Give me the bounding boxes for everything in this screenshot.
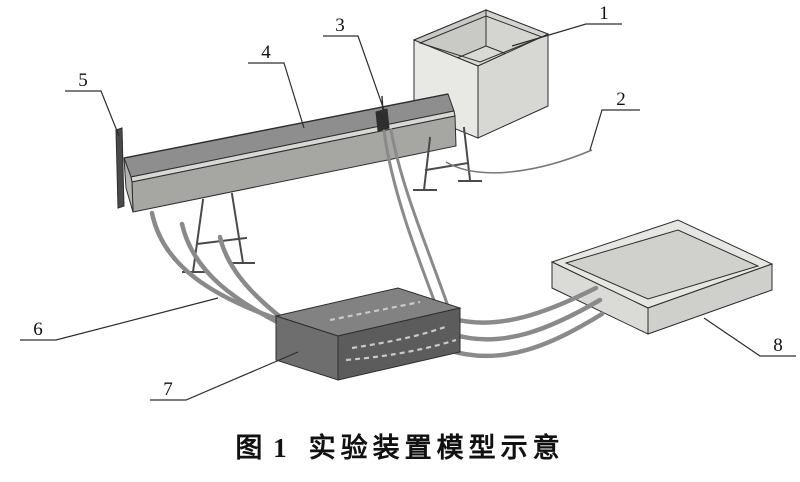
hidden-tube-line	[351, 324, 449, 350]
end-plate	[115, 127, 125, 209]
leader-line-4	[248, 62, 305, 129]
support-leg	[230, 192, 245, 265]
drain-tube	[149, 210, 308, 331]
part-label-6: 6	[33, 319, 43, 340]
sensor-wire	[389, 128, 452, 314]
hidden-tube-line	[329, 300, 421, 322]
tank-right-face	[477, 33, 549, 139]
support-stand-left	[182, 192, 255, 274]
control-box-left	[275, 315, 339, 381]
channel-end-cap	[123, 157, 134, 213]
support-stand-right	[413, 126, 482, 192]
sensor-wire	[382, 129, 439, 310]
support-leg	[462, 126, 472, 182]
support-leg	[191, 198, 205, 274]
gate-sensor	[375, 95, 390, 132]
caption-title: 实验装置模型示意	[308, 433, 565, 463]
part-label-3: 3	[335, 15, 345, 36]
leader-line-8	[703, 317, 796, 357]
part-label-5: 5	[78, 70, 88, 91]
tray-right-face	[647, 263, 773, 335]
caption-number: 图 1	[235, 433, 289, 463]
sensor-body	[375, 108, 390, 132]
support-crossbar	[424, 161, 470, 172]
outlet-tube	[445, 311, 605, 359]
feed-tank	[412, 9, 550, 139]
part-label-8: 8	[773, 335, 783, 356]
collection-tray	[550, 219, 774, 335]
control-box	[274, 287, 462, 381]
leader-line-3	[323, 35, 385, 111]
part-label-2: 2	[616, 89, 626, 110]
part-label-1: 1	[599, 3, 609, 24]
channel-far-edge	[123, 93, 449, 159]
supply-tube	[445, 149, 593, 174]
leader-line-5	[65, 90, 120, 137]
leader-line-6	[20, 297, 219, 341]
tray-floor	[564, 229, 760, 300]
hidden-tube-line	[345, 338, 457, 362]
outlet-tube	[447, 285, 599, 325]
part-label-4: 4	[261, 42, 271, 63]
support-leg	[422, 136, 432, 192]
flume-channel	[115, 93, 457, 213]
outlet-tubes	[445, 285, 605, 359]
leader-line-1	[511, 23, 622, 47]
outlet-tube	[449, 297, 603, 342]
leader-line-7	[150, 351, 299, 401]
leader-line-2	[589, 109, 640, 151]
figure-canvas: 1 2 3 4 5 6 7 8	[20, 3, 796, 401]
part-label-7: 7	[163, 379, 173, 400]
figure-caption: 图 1 实验装置模型示意	[0, 430, 800, 466]
